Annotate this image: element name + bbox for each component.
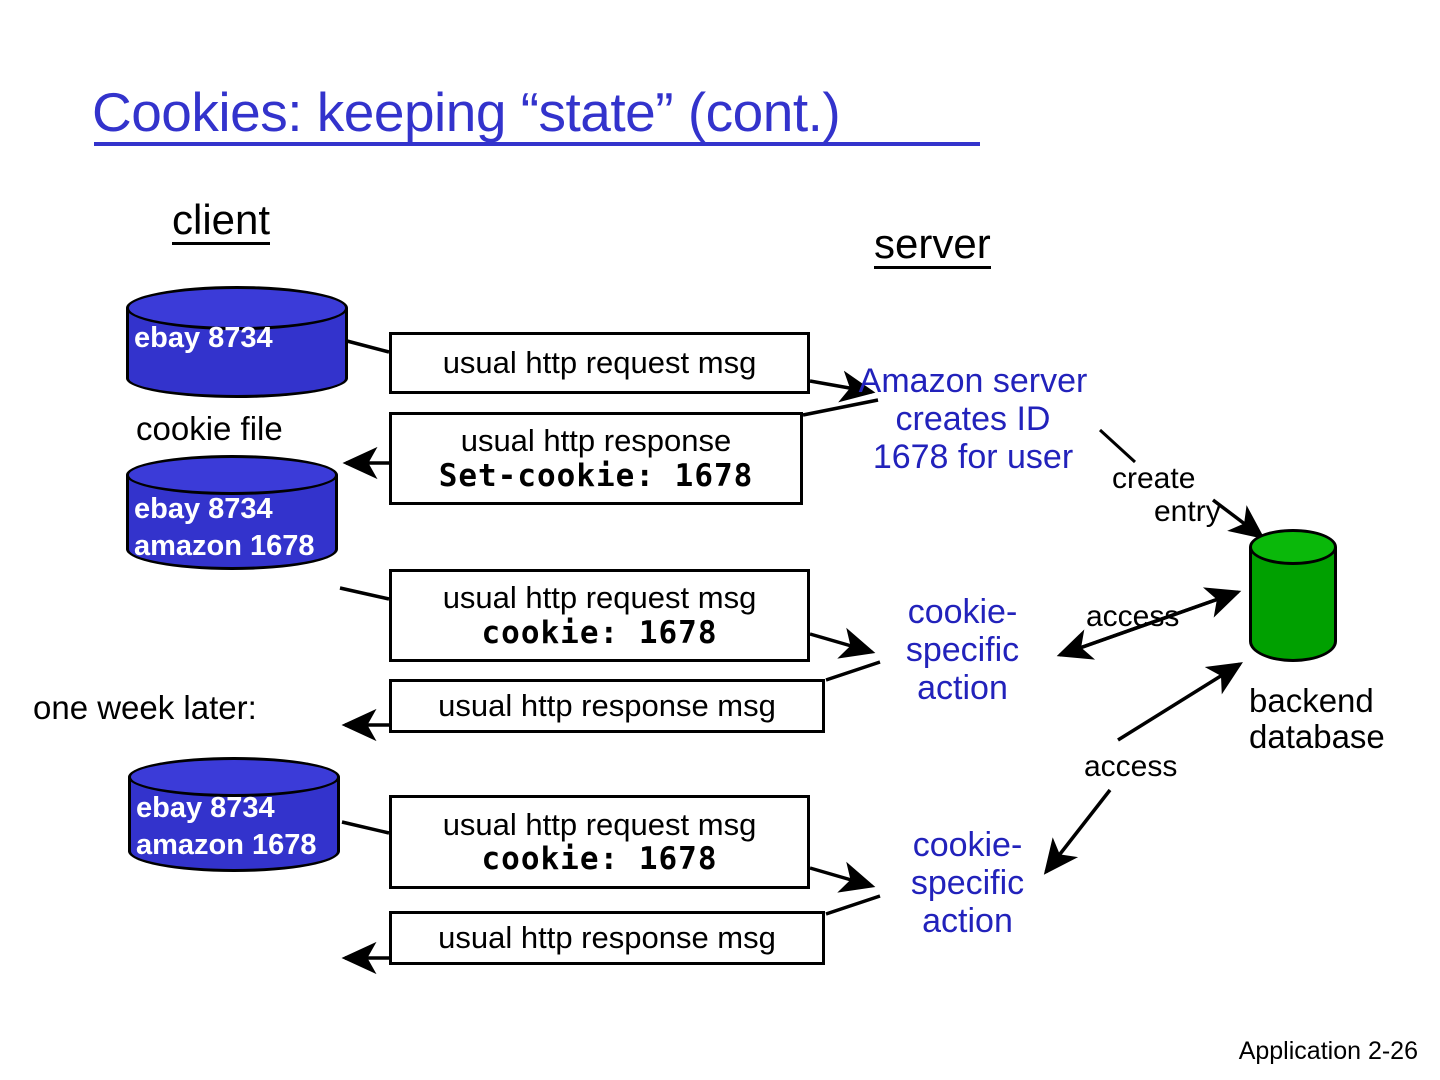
note-line-3: action: [922, 902, 1013, 941]
note-line-1: Amazon server: [858, 362, 1088, 400]
message-line-1: usual http response: [460, 423, 732, 459]
cylinder-body: [1249, 547, 1337, 662]
note-line-1: cookie-: [907, 593, 1018, 631]
message-box-http-response-3: usual http response msg: [389, 911, 825, 965]
connector-action2-to-response3: [825, 894, 881, 916]
arrow-request2-to-action1: [809, 627, 876, 659]
connector-cookie1-to-request1: [346, 339, 390, 354]
cylinder-top: [126, 286, 348, 330]
cookie-entry: amazon 1678: [134, 530, 315, 563]
cookie-file-cylinder-3: ebay 8734 amazon 1678: [128, 757, 340, 872]
cookie-file-cylinder-3-text: ebay 8734 amazon 1678: [136, 790, 317, 864]
cylinder-top: [1249, 529, 1337, 565]
message-box-http-response-set-cookie: usual http response Set-cookie: 1678: [389, 412, 803, 505]
connector-action1-to-response2: [825, 660, 881, 682]
one-week-later-label: one week later:: [33, 689, 257, 726]
connector-cookie2-to-request2: [339, 586, 390, 601]
note-cookie-specific-action-1: cookie- specific action: [885, 593, 1040, 707]
note-amazon-creates-id: Amazon server creates ID 1678 for user: [845, 362, 1101, 476]
message-line-1: usual http request msg: [442, 344, 757, 380]
note-cookie-specific-action-2: cookie- specific action: [890, 826, 1045, 940]
cookie-file-cylinder-1-text: ebay 8734: [134, 320, 273, 357]
message-box-http-request-3-cookie: usual http request msg cookie: 1678: [389, 795, 810, 889]
backend-database-cylinder: [1249, 529, 1337, 662]
tick-creates-id: [1098, 428, 1137, 464]
heading-client-text: client: [172, 196, 271, 243]
cookie-entry: ebay 8734: [136, 792, 275, 824]
backend-database-label: backend database: [1249, 682, 1385, 756]
message-line-1: usual http response msg: [438, 919, 776, 955]
message-line-2: cookie: 1678: [481, 841, 718, 877]
heading-server-text: server: [874, 220, 991, 267]
page-title-underline: [94, 142, 980, 146]
access-bottom-label: access: [1084, 750, 1178, 783]
backend-database-line-1: backend: [1249, 682, 1374, 719]
note-line-3: action: [917, 669, 1008, 708]
message-box-http-request-1: usual http request msg: [389, 332, 810, 394]
connector-cookie3-to-request3: [341, 820, 390, 835]
page-title: Cookies: keeping “state” (cont.): [92, 81, 841, 143]
arrow-access-bottom-to-database: [1117, 662, 1243, 742]
slide-footer: Application 2-26: [1238, 1037, 1418, 1065]
backend-database-line-2: database: [1249, 718, 1385, 756]
message-line-1: usual http request msg: [442, 580, 757, 616]
heading-client: client: [172, 196, 271, 245]
heading-server: server: [874, 220, 991, 269]
create-entry-line-2: entry: [1154, 495, 1221, 528]
message-line-1: usual http response msg: [438, 687, 776, 723]
cookie-file-cylinder-2-text: ebay 8734 amazon 1678: [134, 491, 315, 565]
cookie-file-cylinder-1: ebay 8734: [126, 286, 348, 398]
note-line-1: cookie-: [912, 826, 1023, 864]
message-box-http-response-2: usual http response msg: [389, 679, 825, 733]
note-line-3: 1678 for user: [872, 438, 1074, 477]
message-line-2: Set-cookie: 1678: [438, 457, 754, 494]
cylinder-top: [126, 455, 338, 495]
cookie-entry: ebay 8734: [134, 322, 273, 354]
arrow-request3-to-action2: [809, 861, 876, 893]
note-line-2: creates ID: [895, 400, 1051, 439]
note-line-2: specific: [910, 864, 1025, 903]
message-line-1: usual http request msg: [442, 806, 757, 842]
cookie-entry: amazon 1678: [136, 829, 317, 862]
cylinder-top: [128, 757, 340, 797]
message-box-http-request-2-cookie: usual http request msg cookie: 1678: [389, 569, 810, 662]
create-entry-label: create entry: [1112, 462, 1221, 528]
message-line-2: cookie: 1678: [481, 614, 718, 651]
create-entry-line-1: create: [1112, 462, 1196, 495]
cookie-file-label: cookie file: [136, 410, 283, 447]
note-line-2: specific: [905, 631, 1020, 670]
access-top-label: access: [1086, 600, 1180, 633]
cookie-file-cylinder-2: ebay 8734 amazon 1678: [126, 455, 338, 570]
cookie-entry: ebay 8734: [134, 493, 273, 525]
arrow-access-bottom-to-action2: [1043, 788, 1112, 875]
